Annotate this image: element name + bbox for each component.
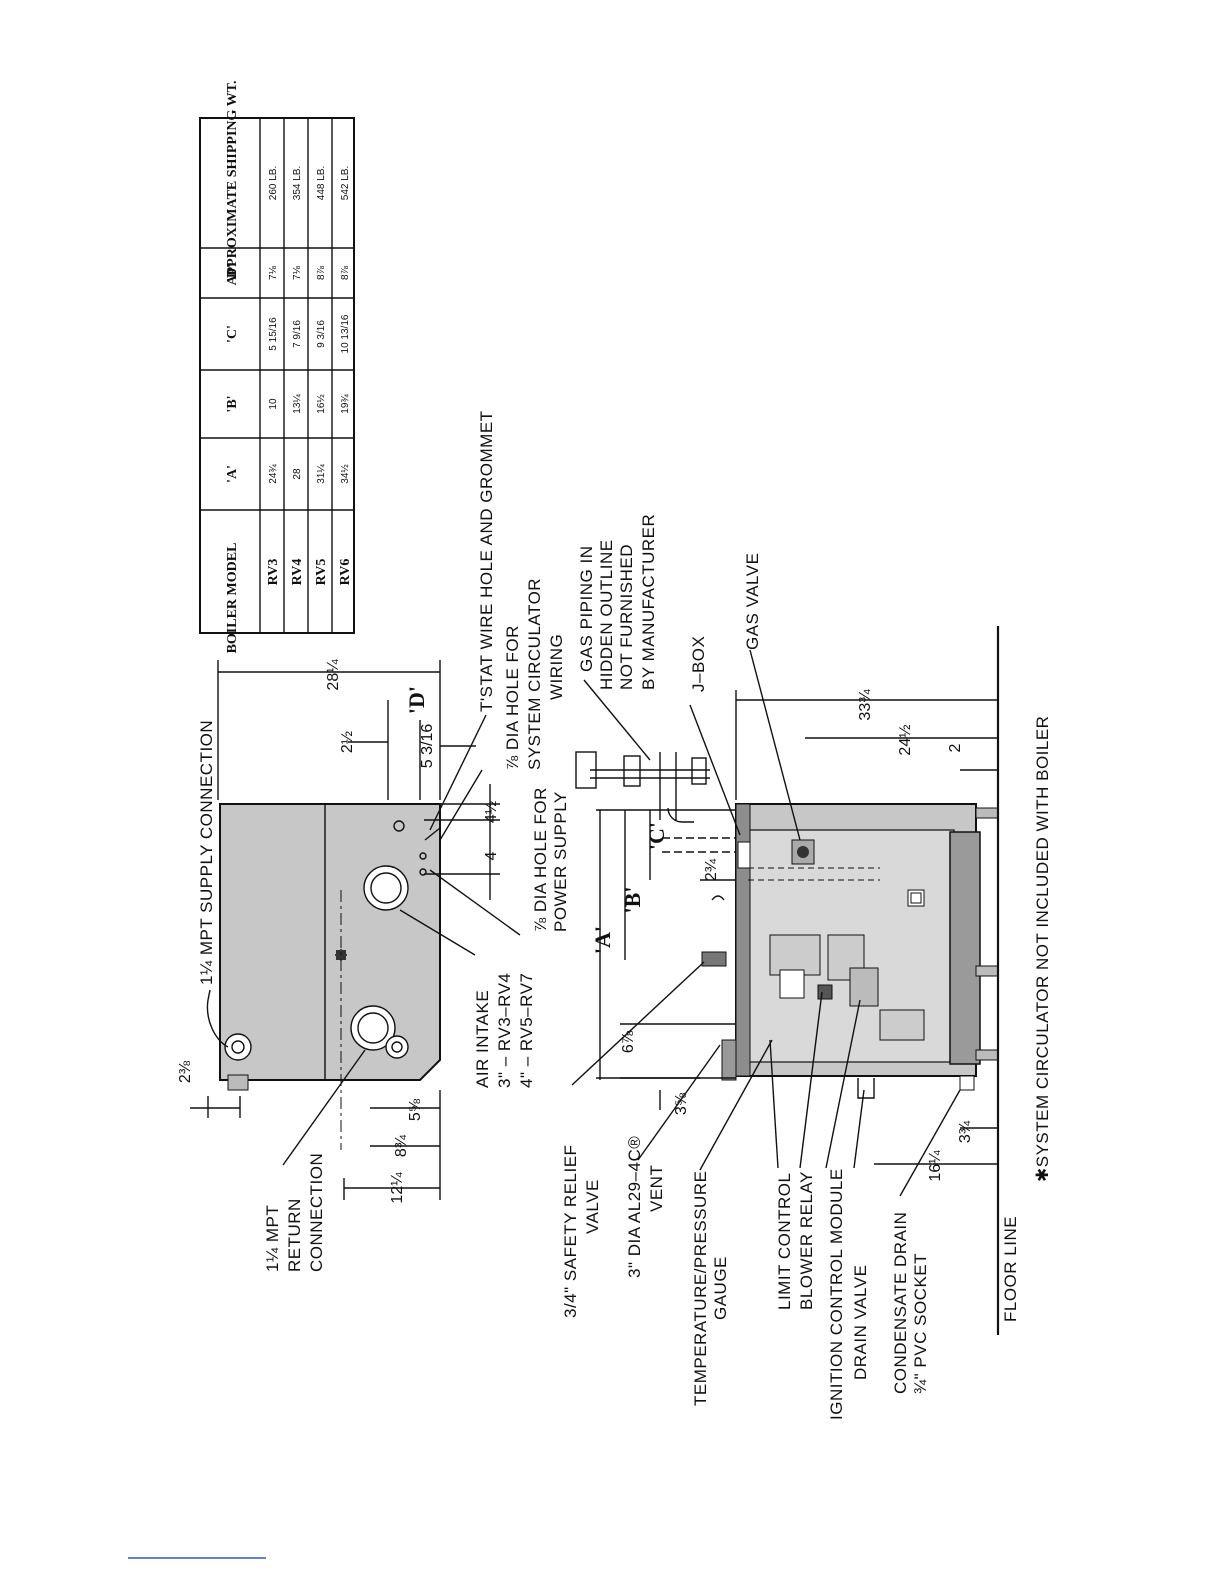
dim-5-3-16: 5 3/16	[419, 724, 436, 769]
dim-D: 'D'	[404, 686, 429, 714]
svg-text:8⅞: 8⅞	[316, 265, 327, 280]
table-row: RV4 28 13¼ 7 9/16 7⅛ 354 LB.	[290, 166, 305, 586]
front-view: 33¾ 24½ 2 'A' 'B' 'C' 2¾ 6⅞ 3⅝ 16¼ 3¾	[571, 626, 1000, 1335]
dim-12-1-4: 12¼	[389, 1172, 406, 1204]
label-return-3: CONNECTION	[307, 1153, 326, 1272]
label-tstat: T'STAT WIRE HOLE AND GROMMET	[477, 410, 496, 712]
svg-text:RV3: RV3	[266, 559, 281, 586]
label-jbox: J–BOX	[689, 636, 708, 692]
svg-text:542 LB.: 542 LB.	[340, 166, 351, 200]
svg-text:7⅛: 7⅛	[292, 265, 303, 280]
table-row: RV3 24¾ 10 5 15/16 7⅛ 260 LB.	[266, 166, 281, 586]
label-air-rv5: 4" – RV5–RV7	[517, 973, 536, 1088]
label-floor-line: FLOOR LINE	[1001, 1216, 1020, 1322]
svg-text:9 3/16: 9 3/16	[316, 320, 327, 348]
label-air-intake: AIR INTAKE	[473, 990, 492, 1088]
table-row: RV6 34½ 19¾ 10 13/16 8⅞ 542 LB.	[338, 166, 353, 586]
table-header-a: 'A'	[225, 465, 240, 483]
label-temp-2: GAUGE	[711, 1256, 730, 1320]
dim-2-3-4: 2¾	[703, 858, 720, 881]
svg-text:RV6: RV6	[338, 559, 353, 586]
svg-text:354 LB.: 354 LB.	[292, 166, 303, 200]
svg-text:7⅛: 7⅛	[268, 265, 279, 280]
svg-text:RV5: RV5	[314, 559, 329, 586]
table-header-b: 'B'	[225, 395, 240, 412]
svg-text:260 LB.: 260 LB.	[268, 166, 279, 200]
label-circ-2: SYSTEM CIRCULATOR	[525, 578, 544, 770]
svg-text:24¾: 24¾	[268, 464, 279, 484]
dim-33-3-4: 33¾	[857, 689, 874, 721]
svg-text:10: 10	[268, 398, 279, 410]
dim-3-3-4: 3¾	[957, 1120, 974, 1143]
label-gas-valve: GAS VALVE	[743, 553, 762, 650]
svg-text:16½: 16½	[316, 394, 327, 414]
svg-text:RV4: RV4	[290, 559, 305, 586]
svg-text:7 9/16: 7 9/16	[292, 320, 303, 348]
dim-4: 4	[483, 851, 500, 860]
label-condensate-1: CONDENSATE DRAIN	[891, 1212, 910, 1394]
dim-A: 'A'	[590, 926, 615, 954]
dim-5-5-8: 5⅝	[407, 1098, 424, 1121]
label-relief-2: VALVE	[583, 1179, 602, 1234]
dim-4-1-2: 4½	[483, 801, 500, 823]
label-drain: DRAIN VALVE	[851, 1265, 870, 1380]
label-limit: LIMIT CONTROL	[775, 1173, 794, 1310]
label-condensate-2: ¾" PVC SOCKET	[911, 1253, 930, 1394]
dim-6-7-8: 6⅞	[620, 1030, 637, 1053]
label-circ-3: WIRING	[547, 634, 566, 700]
dim-24-1-2: 24½	[897, 724, 914, 755]
label-footnote: ✱SYSTEM CIRCULATOR NOT INCLUDED WITH BOI…	[1033, 716, 1052, 1182]
label-gas-piping-2: HIDDEN OUTLINE	[597, 539, 616, 690]
label-power-1: ⅞ DIA HOLE FOR	[531, 787, 550, 932]
label-relief-1: 3/4" SAFETY RELIEF	[561, 1145, 580, 1318]
dim-2: 2	[947, 743, 964, 752]
dim-3-5-8: 3⅝	[673, 1092, 690, 1115]
label-blower: BLOWER RELAY	[797, 1171, 816, 1310]
svg-text:448 LB.: 448 LB.	[316, 166, 327, 200]
label-return-1: 1¼ MPT	[263, 1205, 282, 1272]
svg-text:31¼: 31¼	[315, 464, 327, 484]
dim-C: 'C'	[644, 822, 669, 850]
label-temp-1: TEMPERATURE/PRESSURE	[691, 1171, 710, 1406]
table-header-weight: APPROXIMATE SHIPPING WT.	[225, 81, 240, 286]
svg-text:28: 28	[292, 468, 303, 480]
label-vent-1: 3" DIA AL29–4C®	[625, 1136, 644, 1278]
svg-text:13¼: 13¼	[291, 394, 303, 414]
table-header-model: BOILER MODEL	[225, 543, 240, 654]
dim-2-3-8: 2⅜	[177, 1060, 194, 1083]
dim-8-3-4: 8¾	[393, 1134, 410, 1157]
label-air-rv3: 3" – RV3–RV4	[495, 973, 514, 1088]
svg-text:19¾: 19¾	[340, 394, 351, 414]
dim-B: 'B'	[620, 887, 645, 914]
top-view: 28¼ 2½ 'D' 5 3/16 4½ 4 2⅜ 5⅝ 8¾ 12¼	[177, 659, 521, 1204]
label-gas-piping-3: NOT FURNISHED	[617, 544, 636, 690]
boiler-spec-table: BOILER MODEL 'A' 'B' 'C' 'D' APPROXIMATE…	[199, 81, 355, 654]
label-return-2: RETURN	[285, 1198, 304, 1272]
label-circ-1: ⅞ DIA HOLE FOR	[503, 625, 522, 770]
label-supply: 1¼ MPT SUPPLY CONNECTION	[197, 720, 216, 985]
svg-text:8⅞: 8⅞	[340, 265, 351, 280]
table-row: RV5 31¼ 16½ 9 3/16 8⅞ 448 LB.	[314, 166, 329, 586]
label-ignition: IGNITION CONTROL MODULE	[827, 1168, 846, 1420]
dim-2-1-2: 2½	[339, 731, 356, 753]
dim-28-1-4: 28¼	[325, 659, 342, 691]
label-gas-piping-4: BY MANUFACTURER	[639, 514, 658, 690]
svg-text:34½: 34½	[340, 464, 351, 484]
dim-16-1-4: 16¼	[927, 1150, 944, 1182]
svg-text:10 13/16: 10 13/16	[340, 314, 351, 353]
label-power-2: POWER SUPPLY	[551, 791, 570, 932]
table-header-c: 'C'	[225, 325, 240, 343]
label-vent-2: VENT	[647, 1165, 666, 1212]
svg-text:5 15/16: 5 15/16	[268, 317, 279, 351]
label-gas-piping-1: GAS PIPING IN	[577, 546, 596, 672]
table-header-d: 'D'	[225, 264, 240, 282]
